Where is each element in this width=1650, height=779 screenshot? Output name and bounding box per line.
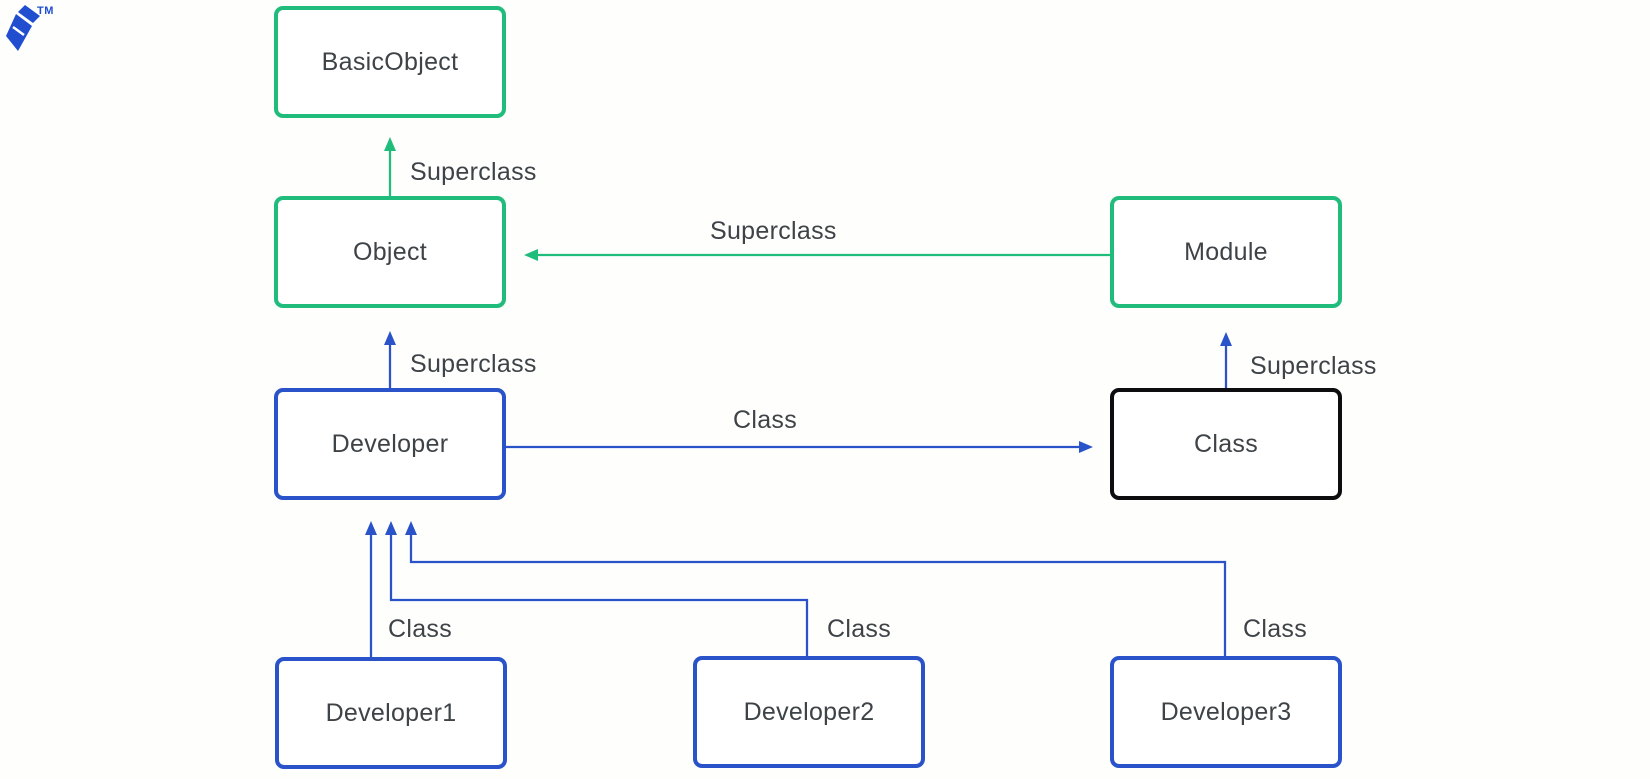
edge-label-class-middle: Class: [732, 406, 797, 434]
edge-label-superclass-developer: Superclass: [410, 350, 537, 378]
arrowhead-up-icon: [1220, 332, 1232, 346]
toptal-logo: TM: [4, 4, 74, 56]
edge-module-to-object: [524, 249, 1110, 261]
edge-developer-to-class: [506, 441, 1093, 453]
node-object: Object: [274, 196, 506, 308]
node-developer2-label: Developer2: [743, 697, 875, 726]
edge-object-to-basicobject: [384, 137, 396, 196]
node-developer2: Developer2: [693, 656, 925, 768]
node-developer-label: Developer: [331, 429, 449, 458]
arrowhead-up-icon: [385, 521, 397, 535]
node-class-label: Class: [1193, 429, 1258, 458]
edge-label-superclass-class: Superclass: [1250, 352, 1377, 380]
toptal-logo-icon: [6, 5, 40, 51]
trademark-label: TM: [37, 5, 54, 17]
node-module-label: Module: [1184, 237, 1268, 266]
node-developer3: Developer3: [1110, 656, 1342, 768]
node-basicobject-label: BasicObject: [321, 47, 459, 76]
node-developer1: Developer1: [275, 657, 507, 769]
edge-label-class-developer3: Class: [1243, 615, 1308, 643]
node-developer1-label: Developer1: [325, 698, 457, 727]
node-object-label: Object: [352, 237, 428, 266]
edge-class-to-module: [1220, 332, 1232, 388]
node-module: Module: [1110, 196, 1342, 308]
edge-label-class-developer2: Class: [827, 615, 892, 643]
arrowhead-up-icon: [384, 137, 396, 151]
node-class: Class: [1110, 388, 1342, 500]
node-basicobject: BasicObject: [274, 6, 506, 118]
arrowhead-up-icon: [365, 521, 377, 535]
edge-developer-to-object: [384, 331, 396, 388]
edge-label-superclass-basicobject: Superclass: [410, 158, 537, 186]
arrowhead-up-icon: [405, 521, 417, 535]
node-developer3-label: Developer3: [1160, 697, 1292, 726]
arrowhead-up-icon: [384, 331, 396, 345]
edge-label-superclass-module: Superclass: [710, 217, 837, 245]
edge-developer1-to-developer: [365, 521, 377, 657]
arrowhead-left-icon: [524, 249, 538, 261]
edge-developer2-to-developer: [385, 521, 809, 656]
node-developer: Developer: [274, 388, 506, 500]
arrowhead-right-icon: [1079, 441, 1093, 453]
edge-developer3-to-developer: [405, 521, 1227, 656]
edge-label-class-developer1: Class: [388, 615, 453, 643]
